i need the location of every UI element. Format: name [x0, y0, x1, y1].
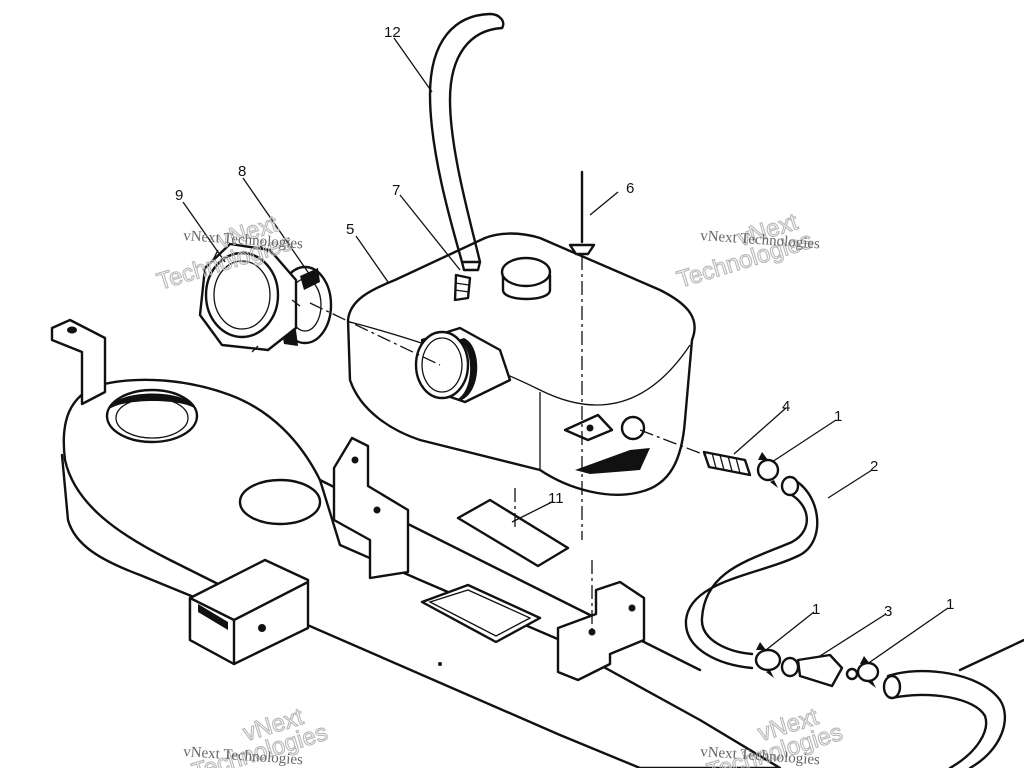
frame-plate [60, 378, 782, 768]
watermark-caption-bottom-right: vNext Technologies [700, 744, 821, 768]
callout-labels: 12 9 8 7 6 5 4 1 2 11 1 3 1 [175, 24, 954, 620]
callout-2: 2 [870, 458, 878, 475]
fuel-cap [198, 242, 301, 353]
mount-bracket-center [332, 436, 410, 580]
hitch-tube [188, 558, 310, 666]
fuel-hose [684, 475, 819, 670]
callout-1-lower-right: 1 [946, 596, 954, 613]
hose-clamp-upper [756, 452, 780, 488]
hose-clamp-lower-left [754, 642, 782, 678]
gauge-pin [568, 170, 596, 256]
vent-fitting [453, 273, 472, 302]
callout-6: 6 [626, 180, 634, 197]
callout-11: 11 [548, 490, 564, 507]
fuel-tank [346, 232, 696, 496]
callout-8: 8 [238, 163, 246, 180]
mount-bracket-left [50, 318, 107, 406]
warning-label-plate [456, 498, 570, 568]
outlet-fitting [702, 450, 752, 477]
vent-hose [428, 12, 505, 272]
fuel-filter [780, 653, 859, 688]
watermark-caption-bottom-left: vNext Technologies [183, 744, 304, 768]
callout-5: 5 [346, 221, 354, 238]
callout-1-upper: 1 [834, 408, 842, 425]
callout-9: 9 [175, 187, 183, 204]
callout-3: 3 [884, 603, 892, 620]
mount-bracket-right [556, 580, 646, 682]
callout-7: 7 [392, 182, 400, 199]
callout-1-lower-left: 1 [812, 601, 820, 618]
outlet-hose [882, 638, 1024, 768]
assembly-lines [309, 256, 706, 630]
callout-12: 12 [384, 24, 401, 41]
hose-clamp-lower-right [856, 656, 880, 688]
leader-lines [182, 37, 949, 663]
filler-neck [414, 326, 512, 404]
tank-top-cap [500, 256, 552, 301]
callout-4: 4 [782, 398, 790, 415]
